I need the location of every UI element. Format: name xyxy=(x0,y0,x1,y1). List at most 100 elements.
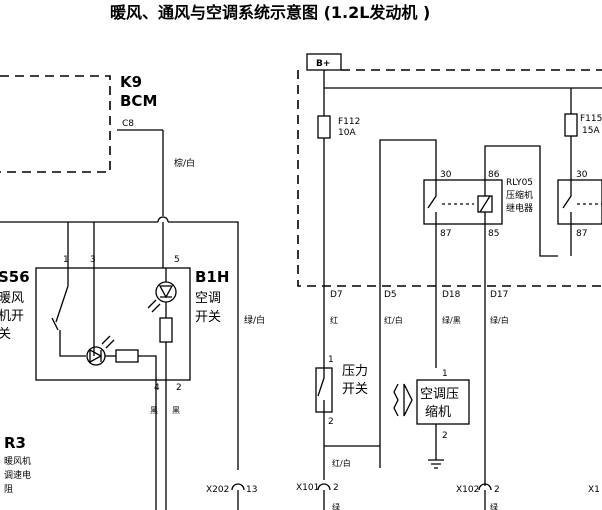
s56-internal-wire xyxy=(59,330,86,357)
relay-pin-30: 30 xyxy=(440,170,452,180)
circuit-d17: D17 xyxy=(490,290,508,300)
wire-crossover xyxy=(157,216,169,223)
bottom-wire-color-2: 绿 xyxy=(490,503,498,510)
pressure-switch-output xyxy=(323,412,380,480)
circuit-d18: D18 xyxy=(442,290,461,300)
s56-line-3: 关 xyxy=(0,327,11,342)
clutch-symbol-icon xyxy=(393,383,399,417)
pressure-switch-pin-1: 1 xyxy=(328,355,334,365)
s56-line-2: 机开 xyxy=(0,309,24,324)
pressure-switch-line-2: 开关 xyxy=(342,382,368,397)
relay2-box xyxy=(557,179,602,225)
bcm-wire-color: 棕/白 xyxy=(174,157,195,169)
r3-ref: R3 xyxy=(4,434,26,452)
relay-rly05-box xyxy=(423,179,503,225)
s56-switch-contact xyxy=(51,317,59,331)
relay-pin-85: 85 xyxy=(488,229,499,239)
x202-pin: 13 xyxy=(246,485,257,495)
b1h-ref: B1H xyxy=(195,268,229,286)
circuit-d7: D7 xyxy=(330,290,343,300)
bcm-pin: C8 xyxy=(122,119,134,129)
pressure-switch-pin-2: 2 xyxy=(328,417,334,427)
b1h-line-2: 开关 xyxy=(195,310,221,325)
wire-color-red: 红 xyxy=(330,315,338,325)
circuit-d5: D5 xyxy=(384,290,397,300)
lower-wire-color: 红/白 xyxy=(332,458,351,468)
led-lower-rays-icon xyxy=(101,335,115,349)
relay-line-1: 压缩机 xyxy=(506,189,533,201)
compressor-box xyxy=(416,379,470,425)
s56-pin-4: 4 xyxy=(154,383,160,393)
diagram-title: 暖风、通风与空调系统示意图 (1.2L发动机 ) xyxy=(110,3,430,22)
s56-switch-blade xyxy=(55,285,69,323)
relay-ref: RLY05 xyxy=(506,178,533,188)
x101-pin: 2 xyxy=(333,483,339,493)
s56-ref: S56 xyxy=(0,268,30,286)
x202-name: X202 xyxy=(206,485,229,495)
s56-line-1: 暖风 xyxy=(0,291,24,306)
resistor-lower-lead xyxy=(138,355,157,380)
x1-name: X1 xyxy=(588,485,600,495)
compressor-line-1: 空调压 xyxy=(420,387,459,402)
s56-pin-3: 3 xyxy=(90,255,96,265)
relay-pin-87: 87 xyxy=(440,229,451,239)
fuse-f115-rating: 15A xyxy=(582,126,600,136)
relay2-pin-30: 30 xyxy=(576,170,588,180)
relay-line-2: 继电器 xyxy=(506,202,533,214)
led-upper-rays-icon xyxy=(147,299,161,313)
r3-line-1: 暖风机 xyxy=(4,455,31,467)
fuse-f115-name: F115 xyxy=(580,114,602,124)
pin4-wire-color: 黑 xyxy=(150,406,158,415)
s56-pin-2: 2 xyxy=(176,383,182,393)
b1h-output-wire xyxy=(168,221,239,470)
s56-pin-1: 1 xyxy=(63,255,69,265)
wire-color-red-white: 红/白 xyxy=(384,315,403,325)
led-upper-diode-icon xyxy=(158,285,174,299)
ground-icon xyxy=(428,459,444,469)
bcm-ref: K9 xyxy=(120,73,142,91)
fuse-f112-name: F112 xyxy=(338,117,360,127)
x101-connector-icon xyxy=(317,483,331,491)
fuse-f112-icon xyxy=(317,115,331,139)
relay2-switch-icon xyxy=(562,180,572,256)
pressure-switch-icon xyxy=(317,368,325,412)
b1h-line-1: 空调 xyxy=(195,291,221,306)
relay-pin-86: 86 xyxy=(488,170,500,180)
wire-color-green-white: 绿/白 xyxy=(490,315,509,325)
relay2-pin-87: 87 xyxy=(576,229,587,239)
fuse-f112-rating: 10A xyxy=(338,128,356,138)
indicator-led-upper xyxy=(155,281,177,303)
bcm-name: BCM xyxy=(120,92,157,110)
compressor-pin-1: 1 xyxy=(442,369,448,379)
bottom-wire-color-1: 绿 xyxy=(332,503,340,510)
relay-86-wire xyxy=(484,145,558,257)
relay-coil-diagonal xyxy=(479,195,491,213)
led-lower-diode-icon xyxy=(89,348,103,364)
wire-color-green-black: 绿/黑 xyxy=(442,316,461,325)
resistor-lower-icon xyxy=(115,349,139,363)
x102-name: X102 xyxy=(456,485,479,495)
relay-30-feed xyxy=(379,139,437,468)
x101-name: X101 xyxy=(296,483,319,493)
battery-label: B+ xyxy=(316,59,330,69)
s56-pin-5: 5 xyxy=(174,255,180,265)
compressor-line-2: 缩机 xyxy=(425,404,451,420)
relay-switch-icon xyxy=(427,180,437,224)
pressure-switch-line-1: 压力 xyxy=(342,364,368,379)
b1h-wire-color: 绿/白 xyxy=(244,314,265,326)
resistor-upper-icon xyxy=(159,317,173,343)
r3-line-2: 调速电 xyxy=(4,469,31,481)
pin2-wire-color: 黑 xyxy=(172,406,180,415)
clutch-plate-icon xyxy=(403,383,413,417)
switch-box xyxy=(35,267,191,381)
fuse-f115-icon xyxy=(564,113,578,137)
x102-pin: 2 xyxy=(494,485,500,495)
bcm-boundary xyxy=(0,75,111,173)
compressor-pin-2: 2 xyxy=(442,431,448,441)
r3-line-3: 阻 xyxy=(4,484,13,495)
x202-connector-icon xyxy=(231,483,245,491)
fuse-block-boundary-lower xyxy=(297,70,602,287)
x102-connector-icon xyxy=(478,483,492,491)
